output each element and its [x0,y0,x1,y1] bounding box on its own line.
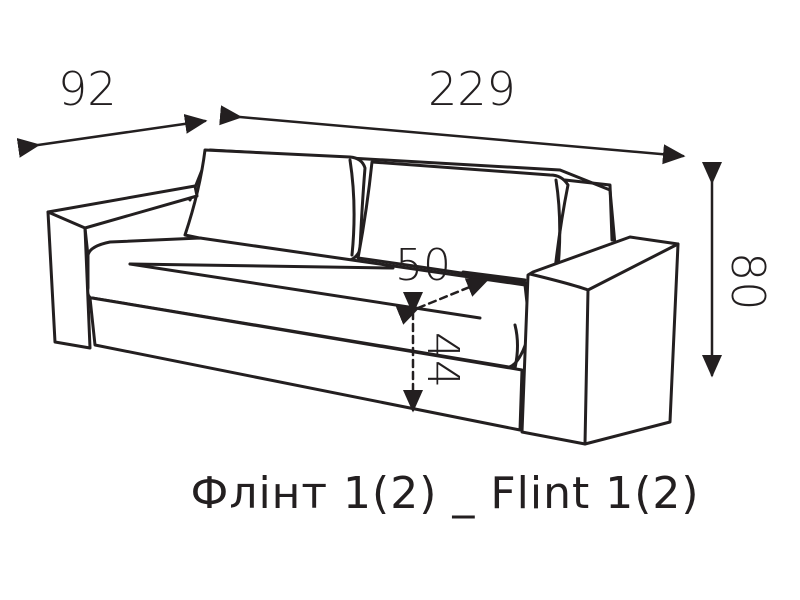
right-armrest [520,235,680,446]
depth-arrow [16,113,208,158]
left-armrest [46,184,199,350]
depth-label: 92 [58,62,117,116]
width-label: 229 [428,62,516,116]
width-arrow [219,105,686,165]
seat-depth-label: 50 [395,240,451,291]
height-label: 80 [721,252,775,311]
seat-depth-arrow [395,278,490,325]
seat-height-label: 44 [417,332,468,388]
model-caption: Флінт 1(2) _ Flint 1(2) [190,468,700,519]
